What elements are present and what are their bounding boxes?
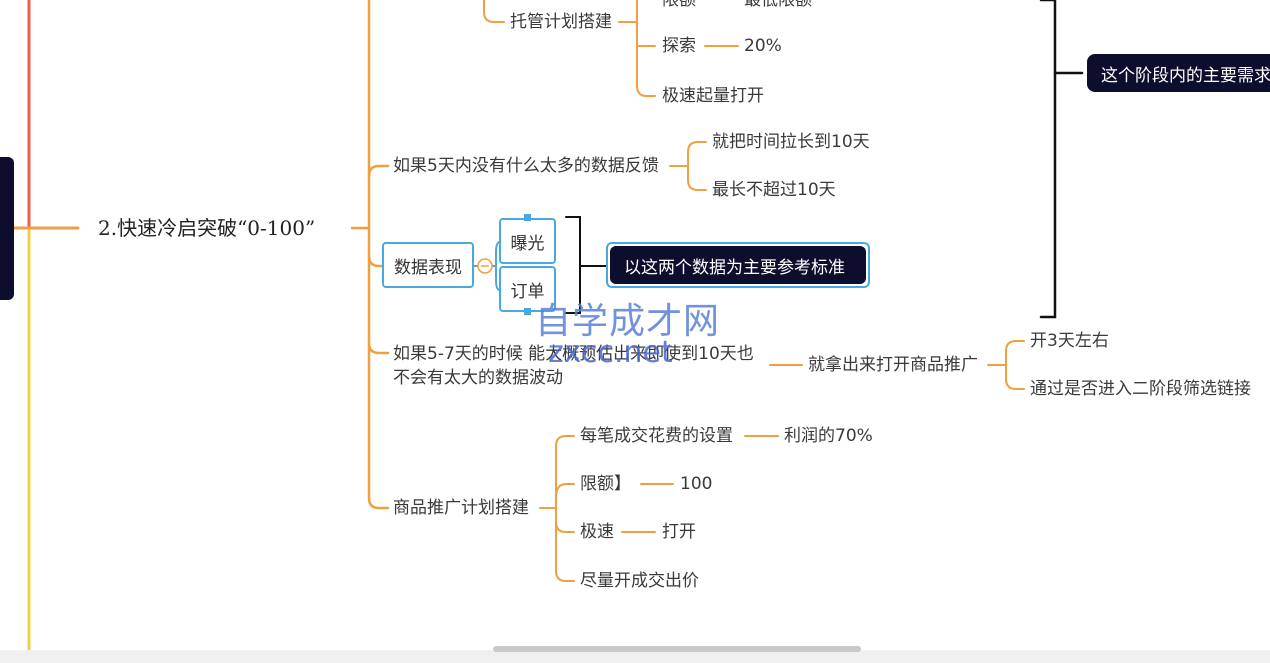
callout-outline [606,242,870,288]
scrollbar-thumb[interactable] [493,646,861,652]
tuoguan-link [483,0,505,23]
node-stage2-filter[interactable]: 通过是否进入二阶段筛选链接 [1030,379,1251,399]
node-xiane-value[interactable]: 最低限额 [744,0,812,10]
node-5days-child-2[interactable]: 最长不超过10天 [712,180,836,200]
spine-to-data [367,254,385,268]
resize-handle-top[interactable] [524,214,531,221]
node-limit-value[interactable]: 100 [680,474,713,494]
node-cost-per-deal[interactable]: 每笔成交花费的设置 [580,426,733,446]
resize-handle-bottom[interactable] [524,308,531,315]
node-jisu-qiliang[interactable]: 极速起量打开 [662,86,764,106]
main-spine-line [367,0,390,510]
node-5days[interactable]: 如果5天内没有什么太多的数据反馈 [393,156,659,176]
node-3days[interactable]: 开3天左右 [1030,331,1109,351]
node-tansuo[interactable]: 探索 [662,36,696,56]
node-profit-70[interactable]: 利润的70% [784,426,873,446]
node-product-plan[interactable]: 商品推广计划搭建 [393,498,529,518]
node-open-promotion[interactable]: 就拿出来打开商品推广 [808,355,978,375]
summary-bracket [1039,0,1057,319]
node-speed-value[interactable]: 打开 [662,522,696,542]
node-tansuo-value[interactable]: 20% [744,36,782,56]
root-node[interactable]: 2.快速冷启突破“0-100” [98,216,316,240]
node-tuoguan[interactable]: 托管计划搭建 [510,12,612,32]
node-speed[interactable]: 极速 [580,522,614,542]
data-bracket [565,216,581,314]
node-data-performance[interactable]: 数据表现 [382,242,474,288]
spine-to-5days [367,164,390,178]
node-5days-child-1[interactable]: 就把时间拉长到10天 [712,132,870,152]
left-panel-edge [0,157,14,300]
node-limit[interactable]: 限额】 [580,474,631,494]
callout-reference-standard[interactable]: 以这两个数据为主要参考标准 [610,246,866,284]
node-57days-line1[interactable]: 如果5-7天的时候 能大概预估出来即使到10天也 [393,344,754,364]
node-xiane[interactable]: 限额 [662,0,696,10]
spine-to-57days [367,341,390,355]
horizontal-scrollbar[interactable] [0,650,1270,663]
node-deal-bid[interactable]: 尽量开成交出价 [580,571,699,591]
node-orders[interactable]: 订单 [499,266,556,312]
callout-main-requirement[interactable]: 这个阶段内的主要需求 [1087,54,1270,92]
node-exposure[interactable]: 曝光 [499,218,556,264]
node-57days-line2[interactable]: 不会有太大的数据波动 [393,368,563,388]
